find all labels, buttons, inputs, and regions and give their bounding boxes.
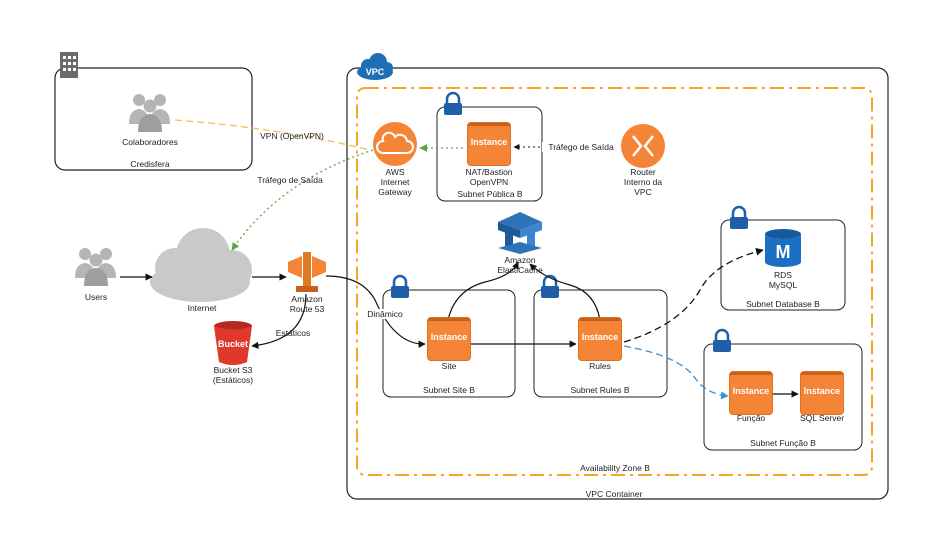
route53-label: Amazon Route 53 xyxy=(289,294,325,314)
rules-to-rds-connection xyxy=(623,247,764,343)
lock-icon xyxy=(713,328,731,352)
instance-label: Instance xyxy=(732,386,770,396)
router-icon xyxy=(621,124,665,168)
elasticache-label: Amazon ElastiCache xyxy=(497,255,543,275)
instance-label: Instance xyxy=(581,332,619,342)
subnet-rules-label: Subnet Rules B xyxy=(570,385,630,395)
rules-instance[interactable]: Instance xyxy=(578,317,622,361)
lock-icon xyxy=(541,274,559,298)
rules-to-elasticache-connection xyxy=(529,263,601,321)
instance-label: Instance xyxy=(803,386,841,396)
dinamico-label: Dinâmico xyxy=(365,309,405,319)
rds-icon xyxy=(765,229,801,267)
vpc-badge-label: VPC xyxy=(366,67,385,77)
rules-label: Rules xyxy=(589,361,611,371)
lock-icon xyxy=(730,205,748,229)
internet-label: Internet xyxy=(187,303,217,313)
nat-instance[interactable]: Instance xyxy=(467,122,511,166)
subnet-publica-box xyxy=(436,106,543,202)
vpc-container-label: VPC Container xyxy=(585,489,643,499)
elasticache-icon xyxy=(498,212,542,254)
igw-label: AWS Internet Gateway xyxy=(378,167,412,197)
subnet-site-label: Subnet Site B xyxy=(423,385,475,395)
funcao-label: Função xyxy=(736,413,766,423)
sql-server-label: SQL Server xyxy=(799,413,845,423)
availability-zone-label: Availability Zone B xyxy=(580,463,650,473)
bucket-icon xyxy=(214,321,252,365)
route53-icon xyxy=(288,252,326,292)
site-label: Site xyxy=(441,361,457,371)
trafego-saida-left-label: Tráfego de Saída xyxy=(257,175,323,185)
route53-to-site-connection xyxy=(325,275,426,348)
subnet-funcao-label: Subnet Função B xyxy=(750,438,816,448)
funcao-instance[interactable]: Instance xyxy=(729,371,773,415)
subnet-database-box xyxy=(720,219,846,311)
rds-label: RDS MySQL xyxy=(768,270,798,290)
instance-label: Instance xyxy=(470,137,508,147)
vpc-container xyxy=(346,67,889,500)
internet-gateway-icon xyxy=(373,122,417,166)
site-to-elasticache-connection xyxy=(447,261,519,321)
credisfera-label: Credisfera xyxy=(130,159,170,169)
bucket-s3-label: Bucket S3 (Estáticos) xyxy=(212,365,254,385)
lock-icon xyxy=(444,91,462,115)
nat-label: NAT/Bastion OpenVPN xyxy=(465,167,513,187)
igw-to-internet-connection xyxy=(231,149,374,251)
users-icon xyxy=(75,248,116,286)
vpc-badge-icon xyxy=(357,53,393,80)
route53-to-bucket-connection xyxy=(251,293,307,349)
colaboradores-label: Colaboradores xyxy=(122,137,178,147)
lock-icon xyxy=(391,274,409,298)
colaboradores-icon xyxy=(129,94,170,132)
rules-to-funcao-connection xyxy=(623,345,729,400)
trafego-saida-right-label: Tráfego de Saída xyxy=(542,142,620,152)
bucket-name: Bucket xyxy=(217,339,248,349)
instance-label: Instance xyxy=(430,332,468,342)
building-icon xyxy=(60,52,78,78)
availability-zone-box xyxy=(356,87,873,476)
internet-cloud-icon xyxy=(150,228,252,302)
site-instance[interactable]: Instance xyxy=(427,317,471,361)
subnet-funcao-box xyxy=(703,343,863,451)
vpn-label: VPN (OpenVPN) xyxy=(260,131,324,141)
rds-letter: M xyxy=(776,242,791,262)
users-label: Users xyxy=(84,292,108,302)
router-label: Router Interno da VPC xyxy=(623,167,663,197)
sqlserver-instance[interactable]: Instance xyxy=(800,371,844,415)
credisfera-container xyxy=(54,67,253,171)
vpn-connection xyxy=(174,119,371,151)
subnet-publica-label: Subnet Pública B xyxy=(457,189,523,199)
subnet-database-label: Subnet Database B xyxy=(746,299,820,309)
estaticos-label: Estáticos xyxy=(275,328,311,338)
